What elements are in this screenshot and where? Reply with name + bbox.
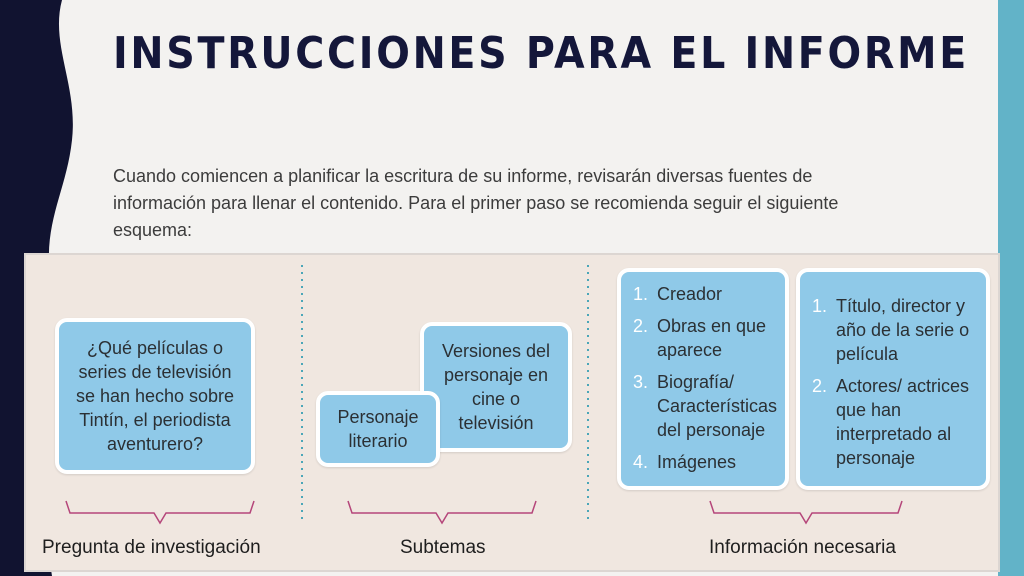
label-research-question: Pregunta de investigación — [42, 537, 261, 558]
list-item: 2.Actores/ actrices que han interpretado… — [812, 376, 970, 468]
subtopic-versions-card: Versiones del personaje en cine o televi… — [420, 322, 572, 452]
subtopic-versions-text: Versiones del personaje en cine o televi… — [441, 341, 551, 433]
bracket-info — [709, 500, 903, 525]
slide-title: INSTRUCCIONES PARA EL INFORME — [113, 28, 969, 79]
label-needed-info: Información necesaria — [709, 537, 896, 558]
list-item: 1.Creador — [633, 284, 723, 304]
list-item: 2.Obras en que aparece — [633, 316, 767, 360]
info-list-adaptations: 1.Título, director y año de la serie o p… — [812, 294, 976, 470]
label-subtopics: Subtemas — [400, 537, 486, 558]
right-accent-stripe — [998, 0, 1024, 576]
bracket-question — [65, 500, 255, 525]
info-list-character: 1.Creador 2.Obras en que aparece 3.Biogr… — [633, 282, 778, 474]
bracket-subtopics — [347, 500, 537, 525]
intro-paragraph: Cuando comiencen a planificar la escritu… — [113, 166, 839, 240]
list-item: 1.Título, director y año de la serie o p… — [812, 296, 970, 364]
research-question-card: ¿Qué películas o series de televisión se… — [55, 318, 255, 474]
subtopic-literary-card: Personaje literario — [316, 391, 440, 467]
scheme-diagram: ¿Qué películas o series de televisión se… — [24, 253, 1000, 572]
list-item: 4.Imágenes — [633, 452, 737, 472]
list-item: 3.Biografía/ Características del persona… — [633, 372, 778, 440]
info-card-adaptations: 1.Título, director y año de la serie o p… — [796, 268, 990, 490]
subtopic-literary-text: Personaje literario — [337, 407, 419, 451]
info-card-character: 1.Creador 2.Obras en que aparece 3.Biogr… — [617, 268, 789, 490]
research-question-text: ¿Qué películas o series de televisión se… — [75, 338, 235, 454]
diagram-lines — [65, 265, 903, 525]
